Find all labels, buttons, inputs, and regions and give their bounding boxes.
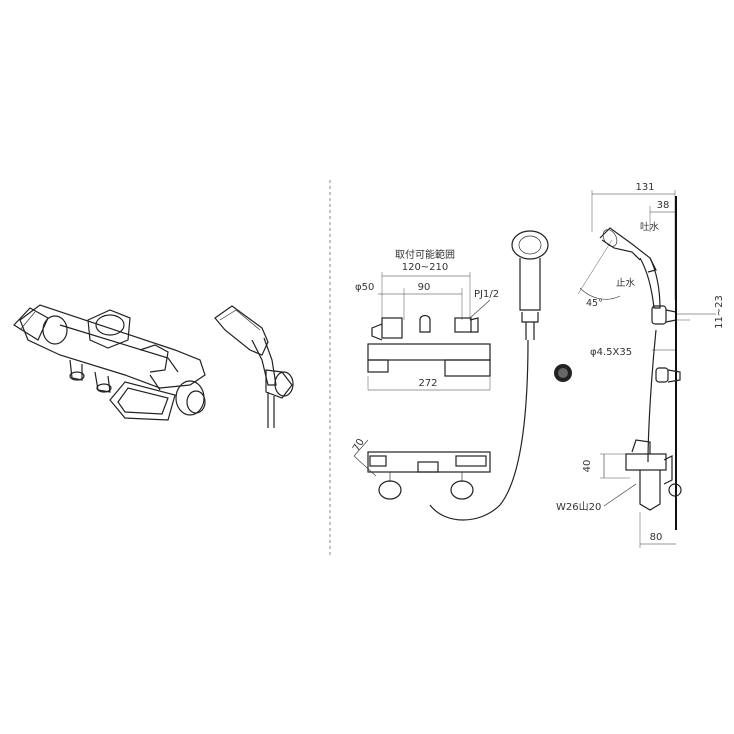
shower-front-view	[429, 230, 572, 521]
height-40-label: 40	[582, 460, 593, 473]
side-80-label: 80	[650, 532, 663, 543]
faucet-illustration	[13, 304, 206, 421]
front-view: 取付可能範囲 120~210 φ50 90 PJ1/2 272	[355, 248, 499, 391]
shower-offset-label: 38	[657, 200, 670, 211]
stop-label: 止水	[616, 277, 636, 289]
mount-range-label: 120~210	[402, 262, 449, 273]
total-depth-label: 131	[635, 182, 654, 193]
pipe-thread-label: PJ1/2	[474, 289, 499, 300]
mount-range-title: 取付可能範囲	[395, 248, 455, 261]
pipe-diameter-label: φ50	[355, 282, 374, 293]
plan-view: 70	[351, 437, 491, 500]
wall-range-label: 11~23	[714, 295, 725, 329]
side-view: 131 38 吐水 止水 45° 11~23 φ4.5X35	[556, 182, 725, 548]
thread-spec-label: W26山20	[556, 501, 601, 513]
center-spacing-label: 90	[418, 282, 431, 293]
angle-label: 45°	[586, 298, 603, 309]
outlet-label: 吐水	[640, 221, 660, 233]
screw-spec-label: φ4.5X35	[590, 347, 632, 358]
overall-width-label: 272	[418, 378, 437, 389]
handshower-illustration	[214, 305, 294, 428]
depth-70-label: 70	[351, 437, 367, 454]
